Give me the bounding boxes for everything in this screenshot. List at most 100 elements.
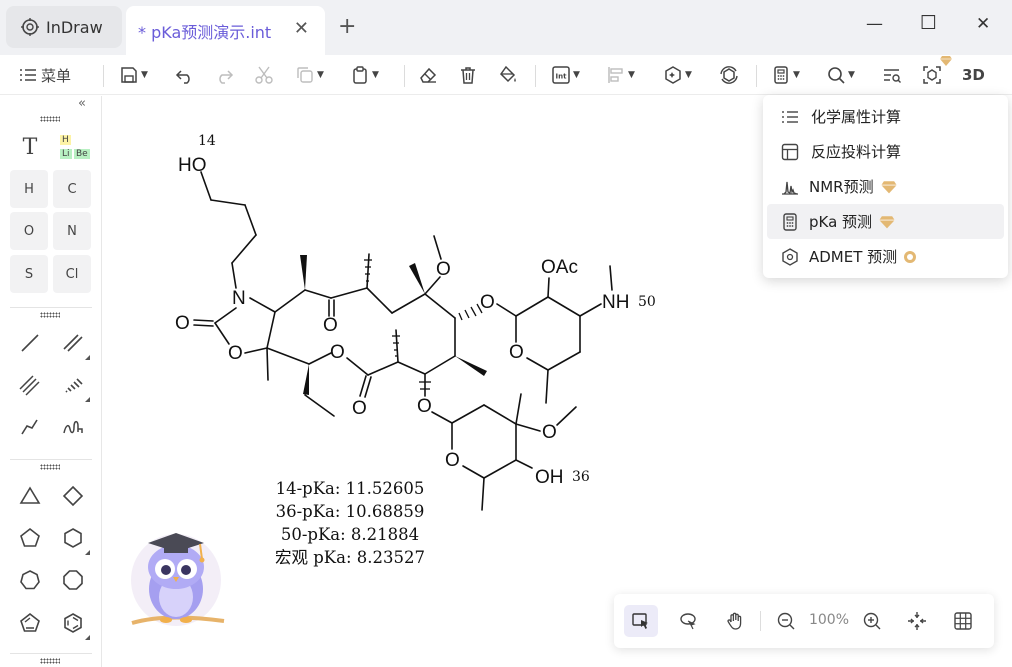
cut-button[interactable] — [254, 63, 274, 87]
ai-recognize-button[interactable] — [922, 56, 952, 87]
pka-result-line: 36-pKa: 10.68859 — [275, 502, 425, 521]
menu-item-pka[interactable]: pKa 预测 — [767, 204, 1004, 239]
menu-item-chem-properties[interactable]: 化学属性计算 — [767, 99, 1004, 134]
minimize-button[interactable]: — — [866, 14, 883, 34]
chain-tool[interactable] — [11, 408, 49, 446]
square-ring-tool[interactable] — [54, 477, 92, 515]
lasso-tool-button[interactable] — [671, 605, 705, 637]
grid-toggle-button[interactable] — [946, 605, 980, 637]
app-tab[interactable]: InDraw — [6, 6, 122, 48]
undo-icon — [175, 70, 190, 84]
pan-tool-button[interactable] — [718, 605, 752, 637]
maximize-button[interactable]: ☐ — [920, 12, 938, 34]
chevron-down-icon: ▼ — [573, 70, 580, 80]
single-bond-tool[interactable] — [11, 324, 49, 362]
align-button[interactable]: ▼ — [606, 63, 635, 87]
double-bond-tool[interactable] — [54, 324, 92, 362]
atom-c-button[interactable]: C — [53, 170, 91, 208]
document-tab[interactable]: * pKa预测演示.int ✕ — [126, 6, 325, 55]
sugar-ring-oxygen-label: O — [509, 342, 524, 363]
lasso-icon — [680, 613, 696, 630]
eraser-button[interactable] — [418, 63, 438, 87]
menu-item-nmr[interactable]: NMR预测 — [767, 169, 1004, 204]
search-button[interactable]: ▼ — [826, 63, 855, 87]
select-tool-button[interactable] — [624, 605, 658, 637]
svg-text:Int: Int — [556, 73, 568, 81]
cyclopentadiene-icon — [20, 612, 40, 632]
benzene-ring-tool[interactable] — [54, 604, 92, 642]
pka-result-line: 50-pKa: 8.21884 — [280, 525, 420, 544]
delete-button[interactable] — [458, 63, 478, 87]
fill-color-button[interactable] — [498, 63, 518, 87]
3d-view-button[interactable]: 3D — [962, 63, 985, 87]
redo-icon — [219, 70, 234, 84]
bond-lines — [193, 171, 613, 511]
hexagon-ring-tool[interactable] — [54, 519, 92, 557]
chevron-down-icon: ▼ — [848, 70, 855, 80]
redo-button[interactable] — [214, 63, 234, 87]
wavy-line-icon — [63, 420, 83, 434]
select-cursor-icon — [632, 613, 648, 629]
menu-item-reaction-calc[interactable]: 反应投料计算 — [767, 134, 1004, 169]
app-name: InDraw — [46, 17, 103, 37]
window-close-button[interactable]: ✕ — [976, 14, 991, 34]
menu-item-admet[interactable]: ADMET 预测 — [767, 239, 1004, 274]
hashed-wedge-tool[interactable] — [54, 366, 92, 404]
zoom-level: 100% — [808, 612, 850, 628]
freehand-tool[interactable] — [54, 408, 92, 446]
scissors-icon — [255, 66, 273, 84]
menu-item-label: 反应投料计算 — [811, 143, 902, 161]
drag-grip-icon[interactable] — [40, 116, 60, 122]
gem-icon — [879, 215, 895, 228]
heptagon-ring-tool[interactable] — [11, 561, 49, 599]
cyclopentadiene-tool[interactable] — [11, 604, 49, 642]
insert-button[interactable]: Int ▼ — [551, 63, 580, 87]
triple-bond-icon — [19, 375, 40, 396]
new-tab-button[interactable]: + — [338, 14, 357, 39]
panel-divider — [10, 307, 92, 308]
toolbar: 菜单 ▼ ▼ ▼ Int ▼ ▼ ▼ ▼ ▼ — [0, 55, 1012, 95]
drag-grip-icon[interactable] — [40, 464, 60, 470]
periodic-table-tool[interactable]: H Li Be — [54, 128, 92, 166]
gem-icon — [940, 56, 952, 66]
atom-o-button[interactable]: O — [10, 212, 48, 250]
drag-grip-icon[interactable] — [40, 658, 60, 664]
calculator-button[interactable]: ▼ — [771, 63, 800, 87]
clean-structure-button[interactable]: ▼ — [663, 63, 692, 87]
methoxy-oxygen-label-2: O — [542, 422, 557, 443]
octagon-ring-tool[interactable] — [54, 561, 92, 599]
drag-grip-icon[interactable] — [40, 312, 60, 318]
close-tab-icon[interactable]: ✕ — [293, 18, 309, 39]
indraw-logo-icon — [21, 18, 39, 36]
zoom-out-icon — [777, 612, 795, 630]
zoom-out-button[interactable] — [769, 605, 803, 637]
pka-results[interactable]: 14-pKa: 11.52605 36-pKa: 10.68859 50-pKa… — [265, 477, 435, 569]
save-button[interactable]: ▼ — [119, 63, 148, 87]
atom-n-button[interactable]: N — [53, 212, 91, 250]
atom-h-button[interactable]: H — [10, 170, 48, 208]
hexagon-icon — [782, 247, 798, 266]
collapse-panel-icon[interactable]: « — [78, 96, 86, 111]
pentagon-ring-tool[interactable] — [11, 519, 49, 557]
paste-button[interactable]: ▼ — [350, 63, 379, 87]
copy-button[interactable]: ▼ — [295, 63, 324, 87]
text-tool[interactable]: T — [11, 128, 49, 166]
atom-cl-button[interactable]: Cl — [53, 255, 91, 293]
rotate-structure-button[interactable] — [719, 63, 739, 87]
atom-s-button[interactable]: S — [10, 255, 48, 293]
clipboard-icon — [353, 66, 367, 84]
chevron-down-icon: ▼ — [685, 70, 692, 80]
pka-result-line: 14-pKa: 11.52605 — [275, 479, 425, 498]
magic-hexagon-icon — [665, 66, 681, 84]
undo-button[interactable] — [175, 63, 195, 87]
triangle-ring-tool[interactable] — [11, 477, 49, 515]
copy-icon — [297, 67, 313, 83]
ketone-oxygen-label: O — [323, 315, 338, 336]
single-bond-icon — [21, 334, 39, 352]
triple-bond-tool[interactable] — [11, 366, 49, 404]
find-list-button[interactable] — [882, 63, 902, 87]
zoom-in-button[interactable] — [855, 605, 889, 637]
fit-to-screen-button[interactable] — [900, 605, 934, 637]
menu-button[interactable]: 菜单 — [18, 63, 71, 87]
